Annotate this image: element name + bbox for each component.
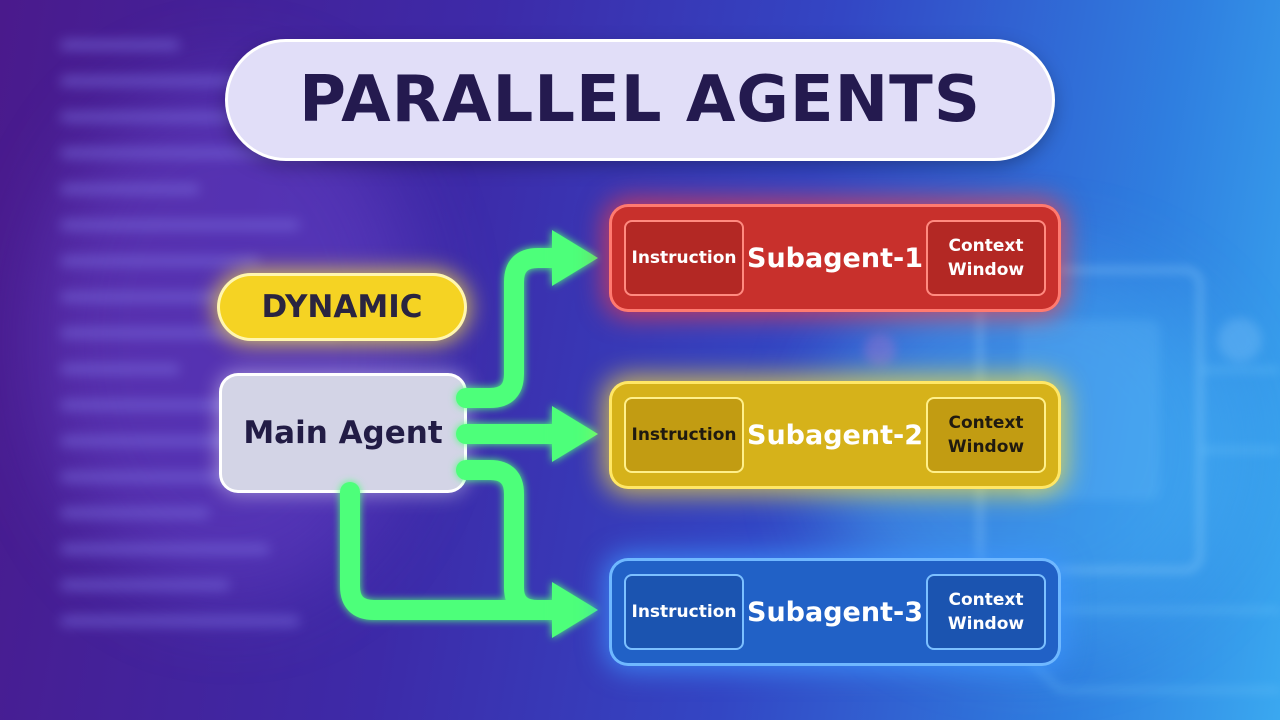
arrowhead-2 bbox=[552, 406, 598, 462]
arrow-main-down bbox=[340, 482, 566, 620]
subagent-3-card: Instruction Subagent-3 Context Window bbox=[612, 561, 1058, 663]
page-title: PARALLEL AGENTS bbox=[299, 63, 981, 137]
title-banner: PARALLEL AGENTS bbox=[228, 42, 1052, 158]
subagent-2-card: Instruction Subagent-2 Context Window bbox=[612, 384, 1058, 486]
subagent-1-instruction: Instruction bbox=[624, 220, 744, 296]
subagent-1-card: Instruction Subagent-1 Context Window bbox=[612, 207, 1058, 309]
dynamic-badge: DYNAMIC bbox=[220, 276, 464, 338]
arrowhead-3 bbox=[552, 582, 598, 638]
subagent-3-instruction: Instruction bbox=[624, 574, 744, 650]
arrow-to-subagent-1 bbox=[456, 248, 566, 408]
arrowhead-1 bbox=[552, 230, 598, 286]
subagent-3-context-window: Context Window bbox=[926, 574, 1046, 650]
subagent-2-name: Subagent-2 bbox=[747, 419, 923, 451]
main-agent-label: Main Agent bbox=[243, 415, 443, 451]
subagent-1-name: Subagent-1 bbox=[747, 242, 923, 274]
dynamic-badge-label: DYNAMIC bbox=[261, 289, 423, 325]
subagent-1-context-window: Context Window bbox=[926, 220, 1046, 296]
subagent-2-instruction: Instruction bbox=[624, 397, 744, 473]
main-agent-node: Main Agent bbox=[222, 376, 464, 490]
subagent-3-name: Subagent-3 bbox=[747, 596, 923, 628]
subagent-2-context-window: Context Window bbox=[926, 397, 1046, 473]
arrow-to-subagent-3 bbox=[456, 460, 566, 620]
